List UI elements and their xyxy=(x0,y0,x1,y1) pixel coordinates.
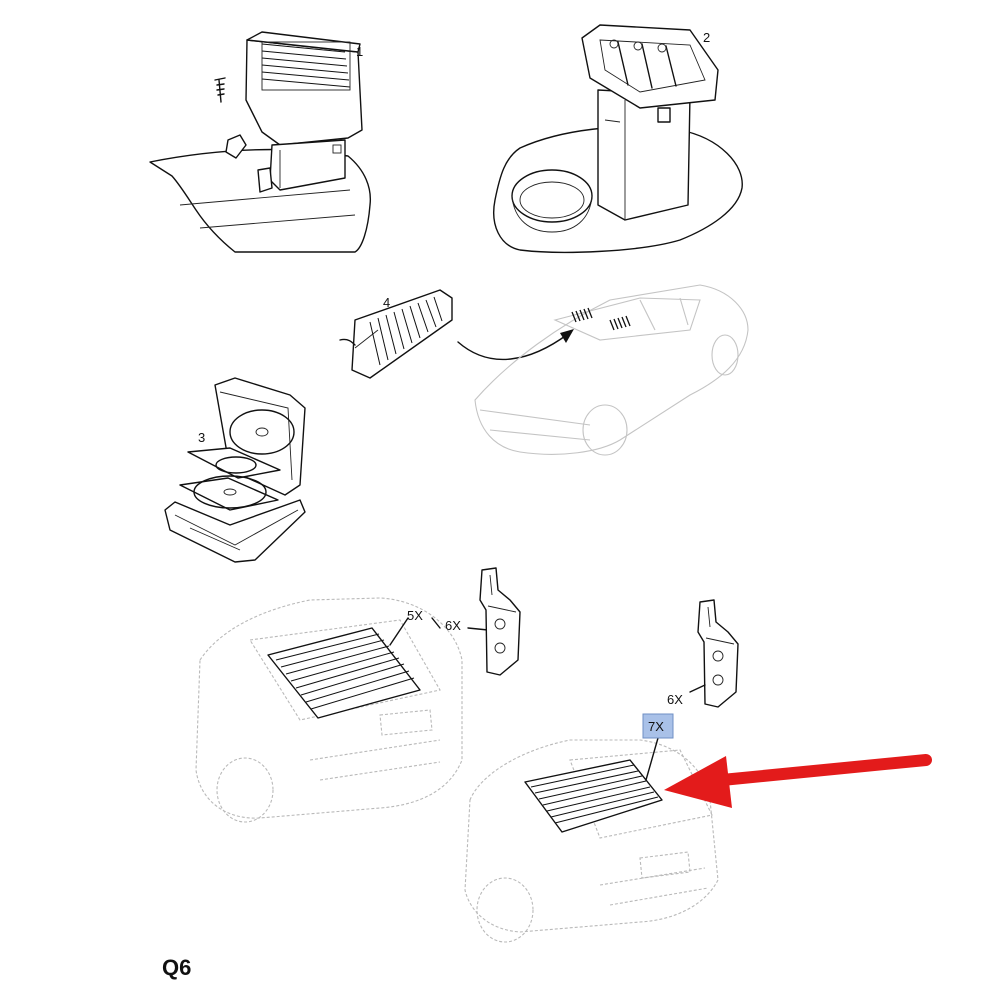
callout-part-6-qty-a: 6X xyxy=(445,618,461,633)
red-pointer-arrow-icon xyxy=(664,754,932,808)
part-1-storage-box: 1 xyxy=(149,31,372,253)
part-4-vent-grille: 4 xyxy=(339,289,574,379)
part-5-parcel-shelf: 5X 6X xyxy=(267,608,489,719)
callout-part-7-highlight-box xyxy=(642,713,674,739)
page-code: Q6 xyxy=(162,955,191,980)
callout-part-4: 4 xyxy=(383,295,390,310)
hatchback-rear-view-left xyxy=(195,597,463,823)
callout-part-2: 2 xyxy=(703,30,710,45)
sedan-front-view xyxy=(474,284,749,456)
part-2-console-bin: 2 xyxy=(493,24,743,254)
callout-part-7-qty: 7X xyxy=(648,719,664,734)
part-6-hinge-bracket-a xyxy=(479,567,521,676)
callout-part-5-qty: 5X xyxy=(407,608,423,623)
part-3-cd-holder: 3 xyxy=(164,377,306,563)
callout-part-6-qty-b: 6X xyxy=(667,692,683,707)
part-6-hinge-bracket-b: 6X xyxy=(667,599,739,708)
callout-part-3: 3 xyxy=(198,430,205,445)
callout-part-1: 1 xyxy=(356,44,363,59)
part-7-parcel-shelf: 7X xyxy=(524,713,674,833)
